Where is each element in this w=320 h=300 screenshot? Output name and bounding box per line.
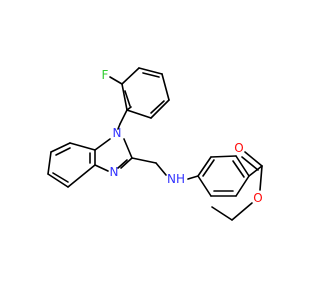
bond — [241, 156, 259, 171]
bond — [119, 109, 128, 125]
bond — [259, 165, 263, 191]
bond — [126, 109, 152, 119]
atom-label-nitrogen-n1: N — [113, 126, 122, 140]
bond — [211, 206, 233, 221]
bond — [109, 76, 123, 85]
bond — [232, 160, 245, 178]
bond — [47, 151, 52, 175]
bond — [197, 175, 212, 197]
bond — [67, 164, 96, 188]
bond — [231, 202, 253, 221]
bond — [94, 164, 109, 172]
bond — [187, 175, 199, 180]
bond — [150, 100, 165, 114]
bond — [244, 151, 263, 167]
methylene-linker — [131, 157, 167, 176]
bond — [202, 159, 215, 177]
bond — [69, 142, 96, 151]
para-phenylene-ring — [187, 155, 250, 197]
bond — [235, 155, 250, 177]
atom-label-oxygen-ester: O — [253, 191, 262, 205]
bond — [150, 99, 170, 119]
fluorophenyl-ring — [109, 67, 170, 130]
bond — [120, 157, 133, 169]
atom-label-oxygen-carbonyl: O — [234, 141, 243, 155]
benzimidazole-core — [47, 138, 133, 188]
bond — [131, 157, 157, 164]
bond — [155, 162, 167, 176]
bond — [50, 142, 71, 153]
bond — [197, 156, 212, 177]
molecule-structure-canvas: F N N NH O O — [47, 67, 263, 221]
bond — [248, 165, 263, 177]
bond — [94, 138, 111, 151]
molecule-structure-diagram: F N N NH O O — [47, 67, 263, 221]
atom-label-fluorine: F — [102, 68, 109, 82]
bond — [47, 173, 69, 188]
bond — [121, 67, 140, 85]
bond — [117, 123, 121, 130]
bond — [142, 72, 160, 78]
atom-label-amine-nh: NH — [167, 172, 185, 186]
bond — [55, 147, 71, 156]
bond — [161, 73, 170, 101]
bond — [210, 155, 237, 158]
bond — [52, 172, 69, 183]
bond — [138, 67, 163, 75]
bond — [235, 175, 250, 197]
ethyl-ester-group — [211, 151, 263, 221]
atom-label-nitrogen-n3: N — [110, 165, 119, 179]
bond — [123, 138, 133, 159]
bond — [126, 106, 132, 111]
bond — [124, 90, 131, 107]
bond — [121, 83, 128, 111]
bond — [117, 159, 128, 169]
